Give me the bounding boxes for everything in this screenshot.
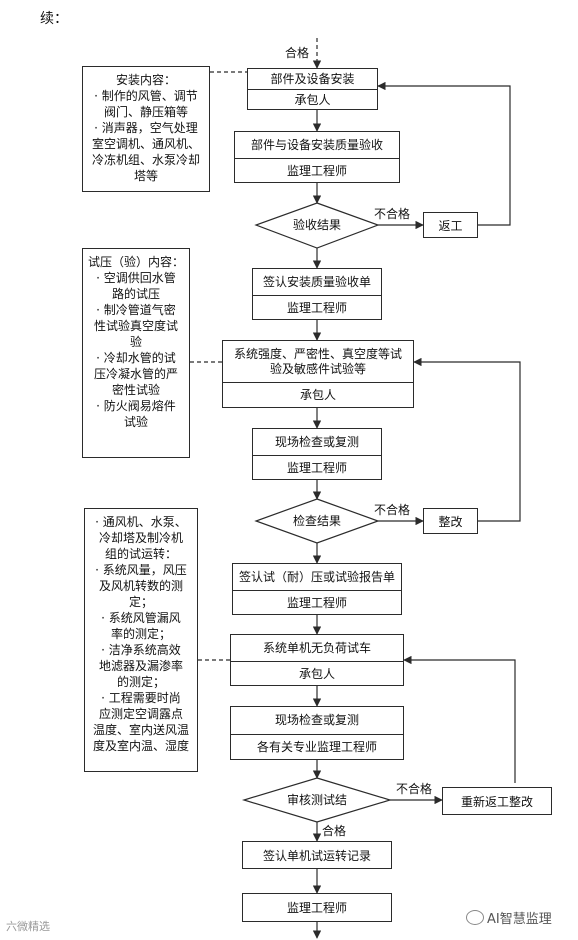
step-title: 部件及设备安装: [248, 69, 377, 90]
step-title: 现场检查或复测: [231, 707, 403, 735]
step-title-line: 验及敏感件试验等: [269, 361, 366, 376]
note-line: 应测定空调露点: [98, 707, 183, 721]
note-line: · 洁净系统高效: [101, 643, 181, 657]
step-title: 系统强度、严密性、真空度等试 验及敏感件试验等: [223, 341, 413, 383]
note-line: 路的试压: [111, 287, 160, 301]
step-installation-acceptance: 部件与设备安装质量验收 监理工程师: [234, 131, 400, 183]
step-title: 签认安装质量验收单: [253, 269, 381, 296]
decision-diamond-acceptance: [254, 202, 380, 249]
step-role: 监理工程师: [286, 163, 347, 178]
decision-acceptance-result: 验收结果: [292, 218, 341, 232]
note-line: 阀门、静压箱等: [103, 105, 188, 119]
note-line: · 空调供回水管: [96, 271, 176, 285]
fail-label-1: 不合格: [374, 207, 411, 221]
note-line: 密性试验: [111, 383, 160, 397]
note-line: 性试验真空度试: [93, 319, 178, 333]
note-line: · 消声器，空气处理: [94, 121, 198, 135]
step-sign-installation-acceptance: 签认安装质量验收单 监理工程师: [252, 268, 382, 320]
step-role: 监理工程师: [286, 300, 347, 315]
step-title: 现场检查或复测: [253, 429, 381, 456]
note-install-content: 安装内容： · 制作的风管、调节 阀门、静压箱等 · 消声器，空气处理 室空调机…: [82, 66, 210, 192]
decision-review-test-result: 审核测试结: [286, 793, 347, 807]
note-line: 冷冻机组、水泵冷却: [91, 153, 200, 167]
note-pressure-test-content: 试压（验）内容： · 空调供回水管 路的试压 · 制冷管道气密 性试验真空度试 …: [82, 248, 190, 458]
wechat-icon: [466, 910, 484, 925]
note-line: 的测定；: [116, 675, 165, 689]
step-site-inspection: 现场检查或复测 监理工程师: [252, 428, 382, 480]
note-line: 安装内容：: [115, 73, 176, 87]
step-supervising-engineer: 监理工程师: [242, 893, 392, 922]
pass-label-bottom: 合格: [322, 824, 347, 838]
step-equipment-installation: 部件及设备安装 承包人: [247, 68, 378, 110]
step-role: 监理工程师: [286, 595, 347, 610]
note-line: · 冷却水管的试: [96, 351, 176, 365]
page-heading: 续：: [40, 11, 68, 27]
step-rework: 返工: [423, 212, 478, 238]
step-site-inspection-specialists: 现场检查或复测 各有关专业监理工程师: [230, 706, 404, 760]
note-line: 率的测定；: [110, 627, 171, 641]
note-line: 定；: [128, 595, 153, 609]
watermark-left: 六微精选: [6, 920, 50, 933]
note-line: 室空调机、通风机、: [91, 137, 200, 151]
step-title: 系统单机无负荷试车: [231, 635, 403, 662]
note-line: 冷却塔及制冷机: [98, 531, 183, 545]
watermark-right: AI智慧监理: [466, 908, 552, 927]
step-system-strength-test: 系统强度、严密性、真空度等试 验及敏感件试验等 承包人: [222, 340, 414, 408]
step-no-load-trial-run: 系统单机无负荷试车 承包人: [230, 634, 404, 686]
step-role: 各有关专业监理工程师: [256, 740, 377, 754]
note-line: · 系统风管漏风: [101, 611, 181, 625]
step-title-line: 系统强度、严密性、真空度等试: [233, 346, 402, 361]
note-line: 度及室内温、湿度: [92, 739, 189, 753]
note-trial-run-content: · 通风机、水泵、 冷却塔及制冷机 组的试运转： · 系统风量，风压 及风机转数…: [84, 508, 198, 772]
step-role: 承包人: [294, 92, 331, 107]
note-line: · 通风机、水泵、: [95, 515, 187, 529]
note-line: 及风机转数的测: [98, 579, 183, 593]
step-sign-trial-run-record: 签认单机试运转记录: [242, 841, 392, 869]
step-sign-pressure-report: 签认试（耐）压或试验报告单 监理工程师: [232, 563, 402, 615]
note-line: 试压（验）内容：: [87, 255, 184, 269]
decision-inspection-result: 检查结果: [292, 514, 341, 528]
pass-label-top: 合格: [285, 46, 310, 60]
note-line: 组的试运转：: [104, 547, 177, 561]
note-line: 验: [129, 335, 142, 349]
note-line: · 制作的风管、调节: [94, 89, 198, 103]
note-line: 地滤器及漏渗率: [98, 659, 183, 673]
step-role: 监理工程师: [286, 460, 347, 475]
step-redo-rework: 重新返工整改: [442, 787, 552, 815]
note-line: · 工程需要时尚: [101, 691, 181, 705]
decision-diamond-review: [241, 777, 393, 823]
note-line: 温度、室内送风温: [92, 723, 189, 737]
step-title: 部件与设备安装质量验收: [235, 132, 399, 159]
note-line: · 制冷管道气密: [96, 303, 176, 317]
watermark-right-text: AI智慧监理: [487, 912, 552, 927]
note-line: · 系统风量，风压: [95, 563, 187, 577]
note-line: 压冷凝水管的严: [93, 367, 178, 381]
fail-label-3: 不合格: [396, 782, 433, 796]
note-line: 试验: [123, 415, 148, 429]
fail-label-2: 不合格: [374, 503, 411, 517]
step-role: 承包人: [298, 666, 335, 681]
note-line: · 防火阀易熔件: [96, 399, 176, 413]
step-role: 承包人: [299, 388, 336, 402]
note-line: 塔等: [133, 169, 158, 183]
decision-diamond-inspection: [254, 498, 380, 544]
step-title: 签认试（耐）压或试验报告单: [233, 564, 401, 591]
step-rectify: 整改: [423, 508, 478, 534]
